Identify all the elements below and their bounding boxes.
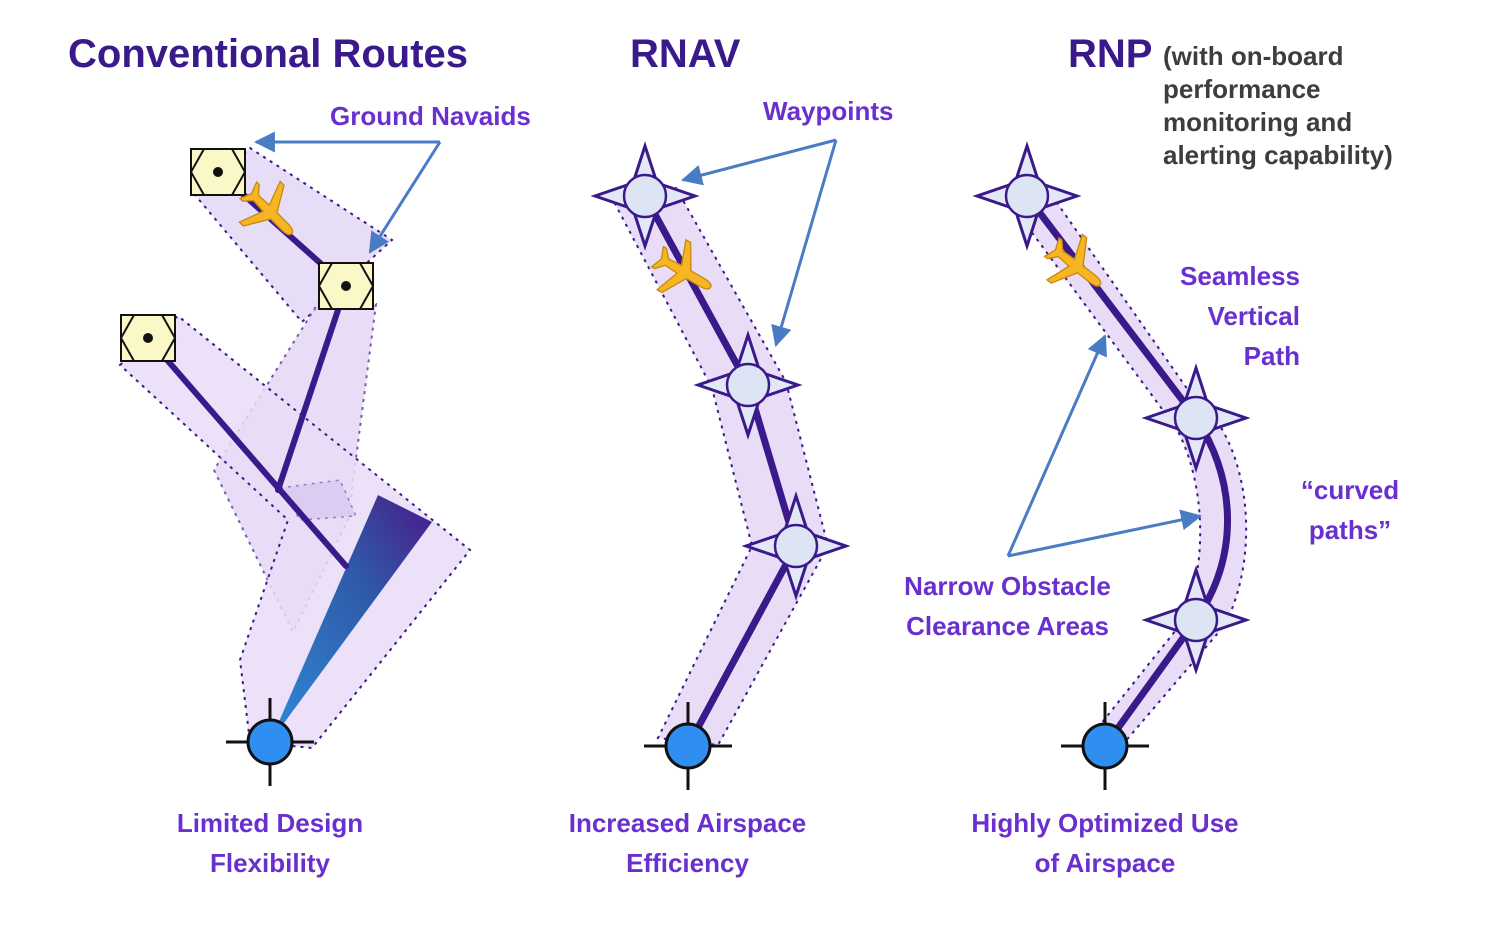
caption-rnp: Highly Optimized Use of Airspace	[971, 808, 1239, 878]
rnav-corridor	[610, 186, 830, 747]
waypoint-arrow	[680, 138, 837, 186]
rnav-route-line	[641, 194, 800, 748]
navaid-icon	[120, 314, 176, 362]
rnp-diagram	[975, 144, 1248, 792]
rnav-diagram	[593, 138, 848, 792]
caption-rnav: Increased Airspace Efficiency	[568, 808, 807, 878]
clearance-arrow	[1007, 509, 1203, 558]
label-ground-navaids: Ground Navaids	[330, 101, 531, 131]
navaid-icon	[318, 262, 374, 310]
title-rnp: RNP	[1068, 32, 1153, 76]
caption-conventional: Limited Design Flexibility	[176, 808, 364, 878]
title-rnav: RNAV	[630, 32, 741, 76]
clearance-arrow	[1006, 334, 1107, 557]
label-seamless-vertical-path: Seamless Vertical Path	[1180, 261, 1300, 371]
uncertainty-fan	[270, 495, 432, 742]
corridor-left	[118, 314, 472, 750]
waypoint-arrow	[771, 139, 838, 348]
route-line	[275, 283, 349, 493]
label-waypoints: Waypoints	[763, 96, 894, 126]
rnp-corridor	[1006, 188, 1248, 752]
label-curved-paths: “curved paths”	[1300, 475, 1400, 545]
navaid-arrow	[368, 141, 442, 254]
navaid-icon	[190, 148, 246, 196]
conventional-diagram	[118, 131, 472, 788]
label-narrow-obstacle-clearance: Narrow Obstacle Clearance Areas	[904, 571, 1111, 641]
rnp-note: (with on-board performance monitoring an…	[1163, 41, 1393, 170]
title-conventional-routes: Conventional Routes	[68, 32, 469, 76]
route-line	[145, 335, 349, 569]
